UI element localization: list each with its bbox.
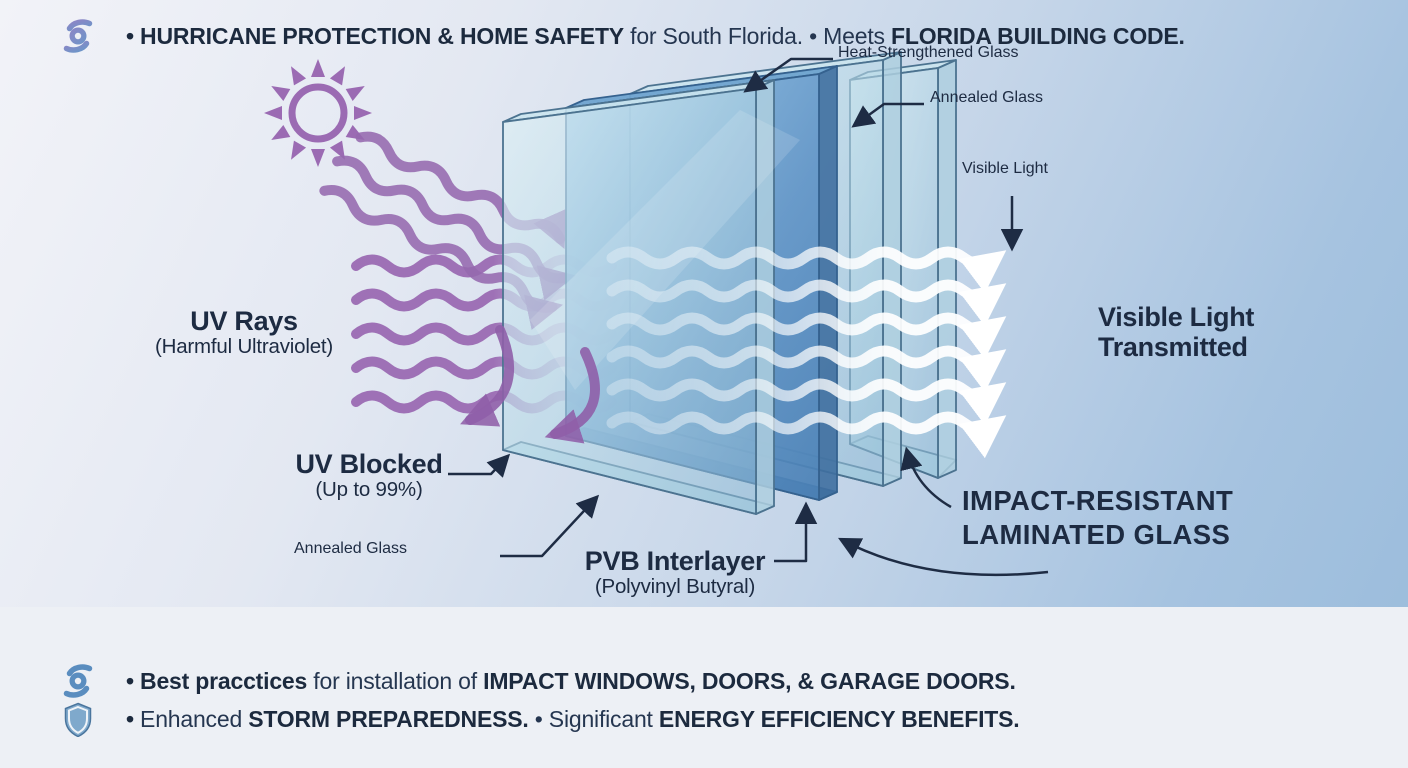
callout-annealed-bottom [500,494,600,558]
hurricane-icon [63,664,93,698]
glass-pane-annealed-front [502,79,775,515]
callout-pvb [774,501,818,563]
label-annealed-glass-bottom: Annealed Glass [294,540,407,557]
uv-blocked-arrows [460,325,600,444]
label-impact-resistant-laminated-glass: IMPACT-RESISTANT LAMINATED GLASS [962,485,1234,551]
footer-text: • Best pracctices for installation of IM… [126,667,1016,694]
footer-row: • HURRICANE PROTECTION & HOME SAFETY for… [60,17,1185,55]
callout-annealed-top [851,102,924,128]
label-pvb-interlayer: PVB Interlayer (Polyvinyl Butyral) [584,546,766,599]
label-heat-strengthened-glass: Heat-Strengthened Glass [838,44,1019,61]
shield-icon [64,702,92,737]
sun-icon [264,59,372,167]
label-annealed-glass-top: Annealed Glass [930,89,1043,106]
footer-text: • HURRICANE PROTECTION & HOME SAFETY for… [126,22,1185,49]
callout-heat-strengthened [743,57,833,93]
footer-row: • Best pracctices for installation of IM… [60,662,1016,700]
footer-text: • Enhanced STORM PREPAREDNESS. • Signifi… [126,705,1020,732]
label-visible-light-transmitted: Visible Light Transmitted [1098,302,1255,363]
hurricane-icon [63,19,93,53]
callout-impact-lower [838,537,1049,577]
label-visible-light: Visible Light [962,160,1048,177]
callout-impact-upper [900,446,952,509]
visible-light-arrows [606,246,1007,459]
footer-band: • HURRICANE PROTECTION & HOME SAFETY for… [0,19,1408,768]
footer-row: • Enhanced STORM PREPAREDNESS. • Signifi… [60,700,1020,738]
label-uv-rays: UV Rays (Harmful Ultraviolet) [154,306,334,359]
callout-uv-blocked [448,453,511,478]
glass-highlight [530,110,800,390]
callout-lines [448,57,1049,577]
label-uv-blocked: UV Blocked (Up to 99%) [295,449,443,502]
